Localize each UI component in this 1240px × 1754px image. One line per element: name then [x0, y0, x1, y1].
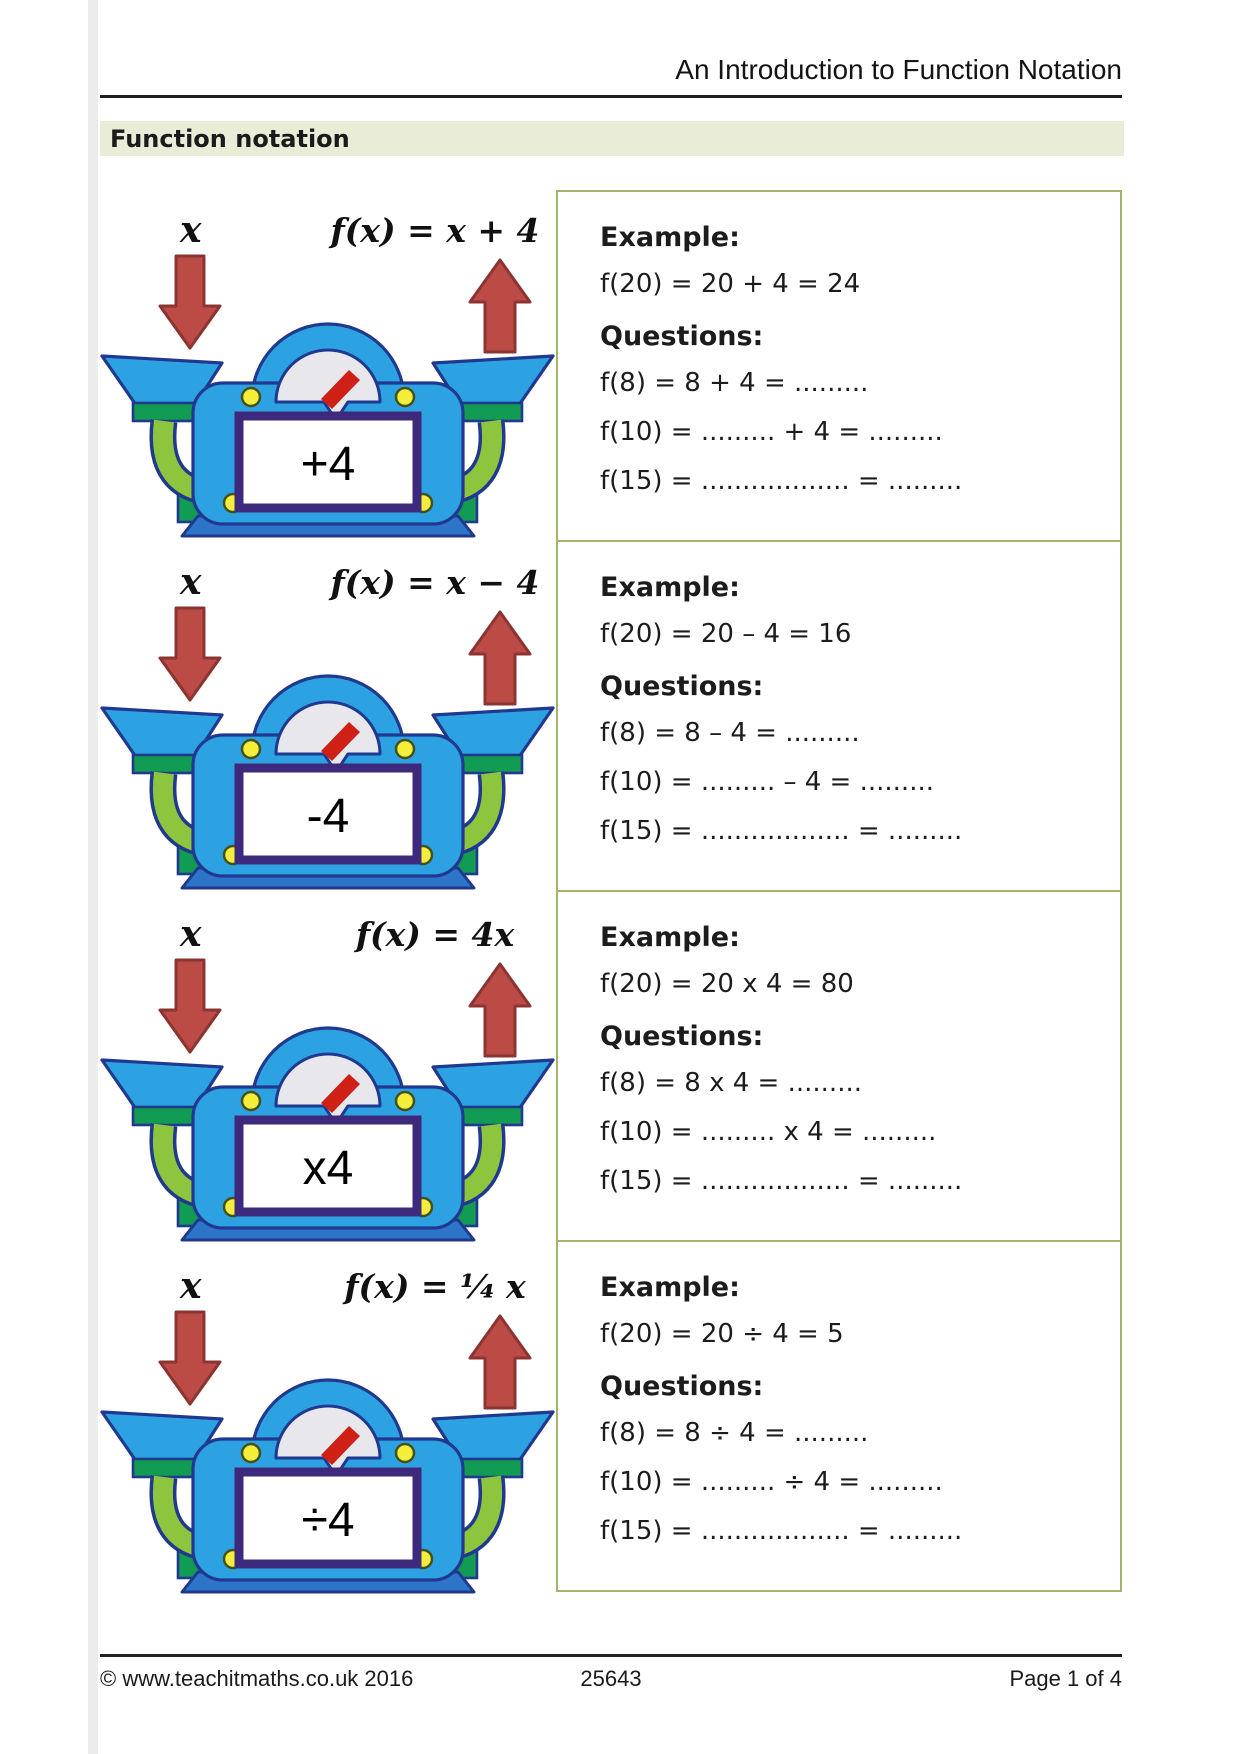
- question-line-3: f(15) = .................. = .........: [600, 1516, 963, 1546]
- funnel-collar-right: [457, 401, 524, 423]
- input-down-arrow-icon: [158, 1310, 222, 1406]
- gauge-needle-icon: [321, 722, 360, 761]
- output-up-arrow-icon: [468, 610, 532, 706]
- gauge-dial: [274, 1052, 382, 1126]
- question-line-3: f(15) = .................. = .........: [600, 816, 963, 846]
- question-line-2: f(10) = ......... + 4 = .........: [600, 417, 943, 447]
- rivet-top-left: [240, 1442, 262, 1464]
- input-down-arrow-icon: [158, 254, 222, 350]
- gauge-dial: [274, 700, 382, 774]
- section-banner: Function notation: [100, 121, 1124, 156]
- function-machine-multiply-illustration: x f(x) = 4x: [100, 913, 555, 1242]
- gauge-needle-icon: [321, 1074, 360, 1113]
- output-up-arrow-icon: [468, 258, 532, 354]
- footer-copyright: © www.teachitmaths.co.uk 2016: [100, 1666, 414, 1691]
- machine-row-subtract: x f(x) = x − 4: [100, 542, 556, 894]
- function-formula: f(x) = x + 4: [329, 211, 540, 250]
- exercise-column: Example: f(20) = 20 + 4 = 24 Questions: …: [556, 190, 1122, 1592]
- input-variable-label: x: [179, 209, 202, 251]
- operation-screen: [234, 763, 422, 865]
- question-line-1: f(8) = 8 ÷ 4 = .........: [600, 1418, 869, 1448]
- input-down-arrow-icon: [158, 606, 222, 702]
- questions-heading: Questions:: [600, 1371, 764, 1402]
- example-heading: Example:: [600, 222, 740, 253]
- rivet-top-right: [394, 386, 416, 408]
- funnel-collar-left: [131, 401, 198, 423]
- operation-screen: [234, 1115, 422, 1217]
- rivet-top-right: [394, 1090, 416, 1112]
- operation-screen: [234, 411, 422, 513]
- question-line-2: f(10) = ......... – 4 = .........: [600, 767, 934, 797]
- gauge-dial: [274, 1404, 382, 1478]
- operation-screen: [234, 1467, 422, 1569]
- example-heading: Example:: [600, 1272, 740, 1303]
- example-line: f(20) = 20 x 4 = 80: [600, 969, 854, 999]
- input-down-arrow-icon: [158, 958, 222, 1054]
- question-line-3: f(15) = .................. = .........: [600, 466, 963, 496]
- exercise-panel-add: Example: f(20) = 20 + 4 = 24 Questions: …: [556, 190, 1122, 542]
- page-footer: © www.teachitmaths.co.uk 2016 25643 Page…: [100, 1666, 1122, 1692]
- question-line-2: f(10) = ......... x 4 = .........: [600, 1117, 937, 1147]
- exercise-panel-multiply: Example: f(20) = 20 x 4 = 80 Questions: …: [556, 890, 1122, 1242]
- rivet-top-left: [240, 386, 262, 408]
- output-up-arrow-icon: [468, 962, 532, 1058]
- function-formula: f(x) = x − 4: [329, 563, 540, 602]
- footer-page-number: Page 1 of 4: [1009, 1666, 1122, 1691]
- input-variable-label: x: [179, 913, 202, 955]
- example-heading: Example:: [600, 572, 740, 603]
- input-variable-label: x: [179, 1265, 202, 1307]
- operation-label: ÷4: [301, 1494, 354, 1547]
- example-line: f(20) = 20 + 4 = 24: [600, 269, 861, 299]
- rivet-top-right: [394, 738, 416, 760]
- function-machine-add-illustration: x f(x) = x + 4: [100, 209, 555, 538]
- question-line-1: f(8) = 8 – 4 = .........: [600, 718, 860, 748]
- output-up-arrow-icon: [468, 1314, 532, 1410]
- question-line-2: f(10) = ......... ÷ 4 = .........: [600, 1467, 943, 1497]
- rivet-top-left: [240, 738, 262, 760]
- function-formula: f(x) = 4x: [354, 915, 515, 954]
- exercise-panel-divide: Example: f(20) = 20 ÷ 4 = 5 Questions: f…: [556, 1240, 1122, 1592]
- machine-row-multiply: x f(x) = 4x: [100, 894, 556, 1246]
- questions-heading: Questions:: [600, 321, 764, 352]
- questions-heading: Questions:: [600, 671, 764, 702]
- gauge-needle-icon: [321, 370, 360, 409]
- footer-doc-id: 25643: [580, 1666, 642, 1691]
- question-line-1: f(8) = 8 x 4 = .........: [600, 1068, 862, 1098]
- exercise-panel-subtract: Example: f(20) = 20 – 4 = 16 Questions: …: [556, 540, 1122, 892]
- example-line: f(20) = 20 – 4 = 16: [600, 619, 852, 649]
- rivet-top-left: [240, 1090, 262, 1112]
- funnel-collar-left: [131, 1105, 198, 1127]
- example-line: f(20) = 20 ÷ 4 = 5: [600, 1319, 844, 1349]
- function-machine-divide-illustration: x f(x) = ¹⁄₄ x: [100, 1265, 555, 1594]
- funnel-collar-right: [457, 1105, 524, 1127]
- section-banner-label: Function notation: [110, 124, 350, 153]
- funnel-collar-right: [457, 1457, 524, 1479]
- page-title: An Introduction to Function Notation: [675, 54, 1122, 85]
- question-line-1: f(8) = 8 + 4 = .........: [600, 368, 869, 398]
- page-edge-shading: [88, 0, 98, 1754]
- input-variable-label: x: [179, 561, 202, 603]
- funnel-collar-right: [457, 753, 524, 775]
- questions-heading: Questions:: [600, 1021, 764, 1052]
- page-header: An Introduction to Function Notation: [100, 54, 1122, 98]
- funnel-collar-left: [131, 1457, 198, 1479]
- machine-row-add: x f(x) = x + 4: [100, 190, 556, 542]
- worksheet-content: x f(x) = x + 4: [100, 190, 1122, 1598]
- gauge-dial: [274, 348, 382, 422]
- example-heading: Example:: [600, 922, 740, 953]
- function-formula: f(x) = ¹⁄₄ x: [342, 1267, 526, 1306]
- footer-divider: [100, 1654, 1122, 1657]
- operation-label: x4: [303, 1142, 354, 1195]
- machine-row-divide: x f(x) = ¹⁄₄ x: [100, 1246, 556, 1598]
- operation-label: -4: [307, 790, 350, 843]
- gauge-needle-icon: [321, 1426, 360, 1465]
- machine-column: x f(x) = x + 4: [100, 190, 556, 1598]
- funnel-collar-left: [131, 753, 198, 775]
- rivet-top-right: [394, 1442, 416, 1464]
- function-machine-subtract-illustration: x f(x) = x − 4: [100, 561, 555, 890]
- operation-label: +4: [301, 438, 356, 491]
- question-line-3: f(15) = .................. = .........: [600, 1166, 963, 1196]
